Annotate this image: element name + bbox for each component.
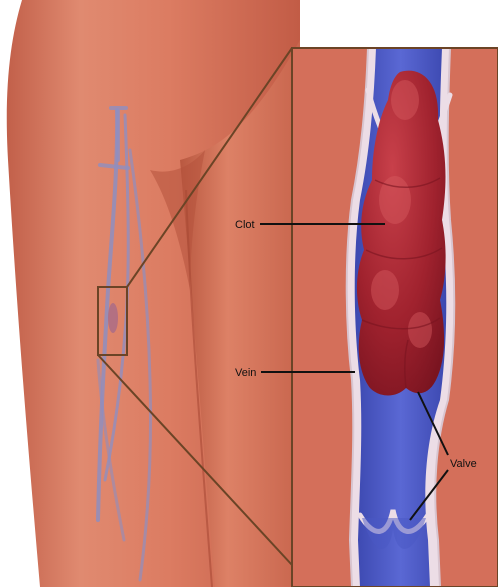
- magnified-inset: [292, 48, 498, 587]
- valve-label: Valve: [450, 458, 477, 470]
- leg: [7, 0, 300, 587]
- clot-highlight-1: [391, 80, 419, 120]
- small-clot: [108, 303, 118, 333]
- clot-highlight-3: [371, 270, 399, 310]
- clot-highlight-4: [408, 312, 432, 348]
- clot-label: Clot: [235, 219, 255, 231]
- vein-label: Vein: [235, 367, 256, 379]
